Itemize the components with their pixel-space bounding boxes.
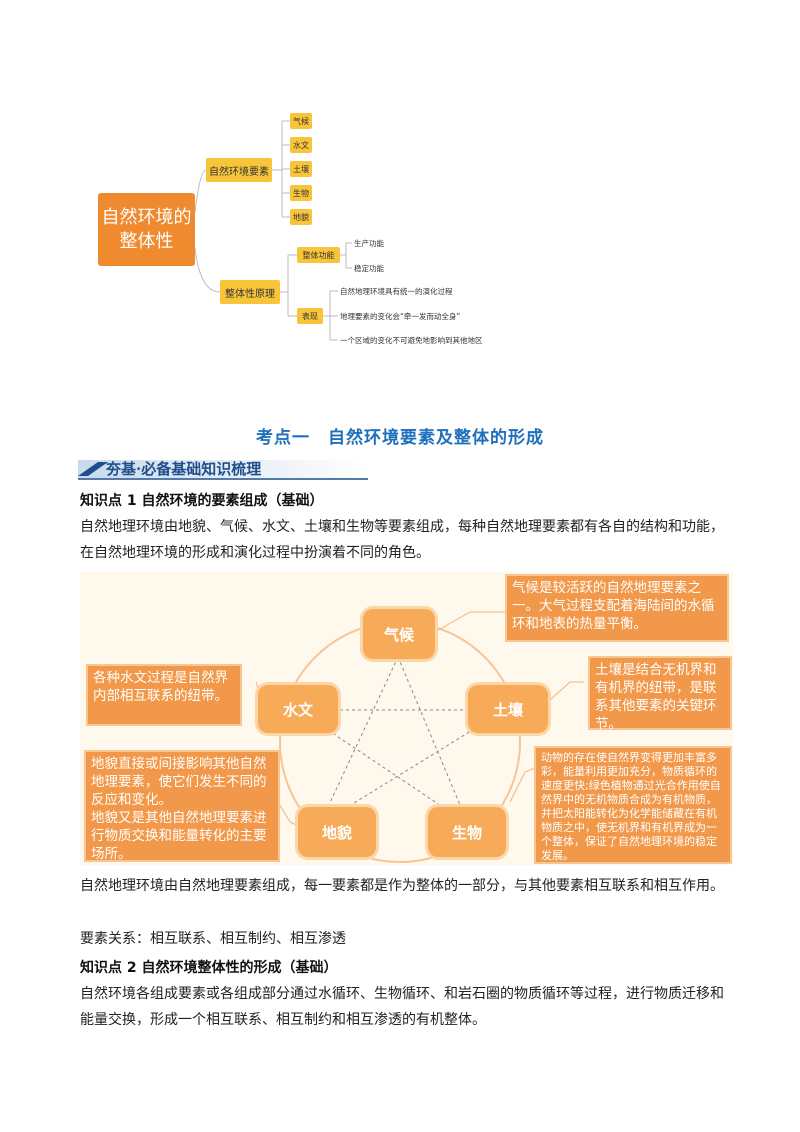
element-relations: 要素关系：相互联系、相互制约、相互渗透 — [80, 931, 346, 947]
section-banner-text: 夯基·必备基础知识梳理 — [106, 460, 262, 478]
element-hydro: 水文 — [258, 685, 338, 733]
note-climate: 气候是较活跃的自然地理要素之一。大气过程支配着海陆间的水循环和地表的热量平衡。 — [507, 576, 727, 640]
element-landform: 地貌 — [298, 807, 376, 857]
kp1-paragraph: 自然地理环境由地貌、气候、水文、土壤和生物等要素组成，每种自然地理要素都有各自的… — [80, 519, 724, 561]
mindmap-branch-elements: 自然环境要素 — [206, 158, 272, 182]
element-soil: 土壤 — [468, 685, 548, 733]
note-soil: 土壤是结合无机界和有机界的纽带，是联系其他要素的关键环节。 — [590, 658, 730, 732]
mindmap-manifest-3: 一个区域的变化不可避免地影响到其他地区 — [340, 336, 483, 345]
section-banner-graphic — [78, 460, 368, 480]
kp1-title: 知识点 1 自然环境的要素组成（基础） — [80, 493, 324, 509]
mindmap-manifest-1: 自然地理环境具有统一的演化过程 — [340, 287, 453, 296]
mindmap-leaf-bio: 生物 — [290, 185, 312, 201]
mindmap-root-label: 自然环境的 整体性 — [101, 206, 192, 252]
mindmap-sub-manifest: 表现 — [297, 308, 323, 324]
elements-diagram: 气候 水文 土壤 地貌 生物 气候是较活跃的自然地理要素之一。大气过程支配着海陆… — [80, 572, 733, 865]
mindmap-leaf-soil: 土壤 — [290, 161, 312, 177]
section-title: 考点一 自然环境要素及整体的形成 — [256, 428, 544, 448]
mindmap-leaf-landform: 地貌 — [290, 209, 312, 225]
mindmap-sub-function: 整体功能 — [297, 247, 340, 263]
mindmap-function-stability: 稳定功能 — [354, 264, 384, 273]
kp2-paragraph: 自然环境各组成要素或各组成部分通过水循环、生物循环、和岩石圈的物质循环等过程，进… — [80, 986, 724, 1028]
element-climate: 气候 — [363, 609, 435, 659]
mindmap-root: 自然环境的 整体性 — [98, 193, 195, 266]
mindmap-function-production: 生产功能 — [354, 239, 384, 248]
note-hydro: 各种水文过程是自然界内部相互联系的纽带。 — [88, 666, 240, 724]
mindmap-leaf-climate: 气候 — [290, 113, 312, 129]
mindmap-connectors — [194, 120, 352, 341]
kp2-title: 知识点 2 自然环境整体性的形成（基础） — [80, 960, 338, 976]
note-bio: 动物的存在使自然界变得更加丰富多彩，能量利用更加充分，物质循环的速度更快;绿色植… — [536, 748, 730, 862]
element-bio: 生物 — [428, 807, 506, 857]
after-diagram-paragraph: 自然地理环境由自然地理要素组成，每一要素都是作为整体的一部分，与其他要素相互联系… — [80, 878, 724, 894]
mindmap-branch-principle: 整体性原理 — [220, 280, 280, 304]
mindmap-manifest-2: 地理要素的变化会“牵一发而动全身” — [340, 312, 461, 321]
mindmap-leaf-hydro: 水文 — [290, 137, 312, 153]
note-landform: 地貌直接或间接影响其他自然地理要素，使它们发生不同的反应和变化。 地貌又是其他自… — [86, 752, 278, 862]
